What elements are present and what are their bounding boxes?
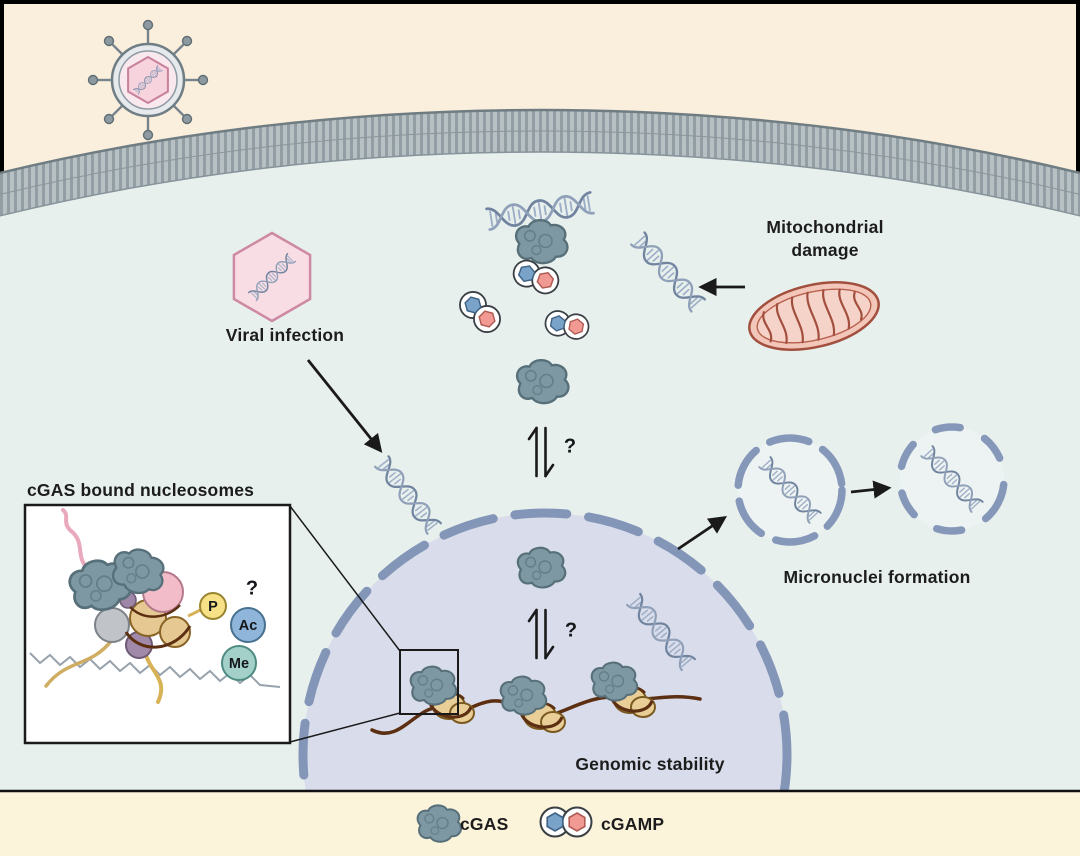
nucleus [298,508,792,856]
viral-capsid-icon [232,231,312,323]
legend-bar [0,789,1080,856]
callout-square [399,649,459,715]
histone-tan [159,616,191,648]
legend-cgas-icon [416,804,463,843]
cgas-blob-free [515,358,570,405]
virus-icon [87,19,209,141]
arrow-to-micronuclei [677,515,728,551]
arrow-viral-infection [306,359,383,453]
tan-dna-tail [44,638,114,688]
micronucleus-1 [734,434,846,546]
cgas-blob-on-nucleosome [409,665,458,706]
inset-box [23,503,292,745]
chromatin-nucleosomes [370,661,702,735]
modification-ac-circle [230,607,266,643]
callout-line-top [289,505,401,652]
wrapped-dna-arc [129,604,181,618]
arrow-micronuclei-progression [850,480,892,499]
wrapped-dna-arc [124,625,192,649]
legend-cgamp-icon [539,806,593,838]
modification-me-circle [221,645,257,681]
mitochondria-icon [748,281,880,351]
cgas-blob-on-nucleosome [590,661,639,702]
histone-gray [94,607,130,643]
cgas-blob-nuclear [516,546,567,589]
cgas-blob-on-nucleosome [499,675,548,716]
modification-p-circle [199,592,227,620]
micronucleus-2 [896,423,1008,535]
pink-ribbon-tail [61,508,94,574]
callout-line-bottom [289,712,401,743]
cgas-blob-dna-bound [514,218,569,265]
